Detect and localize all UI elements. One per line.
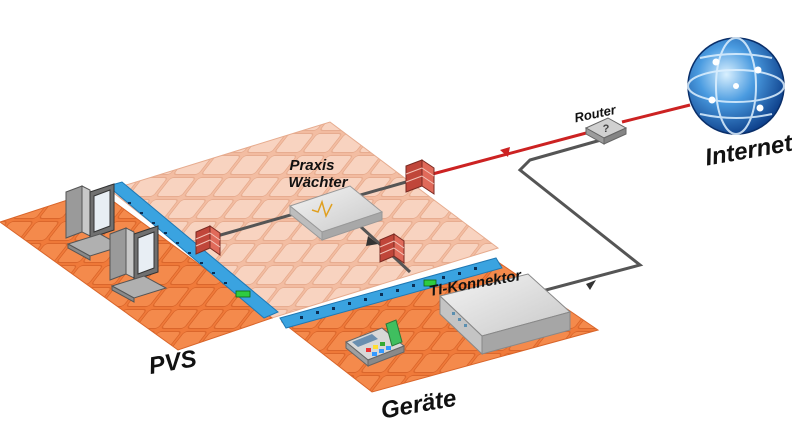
ti-konnektor-device-icon <box>438 273 572 356</box>
router-icon: ? <box>584 117 628 145</box>
arrow-icon <box>586 280 596 290</box>
pvs-label: PVS <box>147 345 199 380</box>
praxis-waechter-label: Praxis <box>289 157 334 174</box>
network-switch-icon <box>106 181 279 319</box>
computer-workstation-icon <box>65 183 124 261</box>
praxis-waechter-label: Wächter <box>288 174 348 191</box>
computer-workstation-icon <box>109 225 168 303</box>
card-terminal-icon <box>345 319 405 368</box>
firewall-icon <box>379 233 405 264</box>
network-switch-icon <box>279 257 503 329</box>
internet-connection-line <box>424 103 691 178</box>
arrow-icon <box>366 236 378 246</box>
internet-label: Internet <box>703 130 795 172</box>
internet-globe-icon <box>687 37 785 135</box>
firewall-icon <box>195 225 221 256</box>
svg-text:?: ? <box>603 123 610 135</box>
praxis-waechter-device-icon <box>288 185 384 242</box>
geraete-label: Geräte <box>379 385 459 425</box>
firewall-icon <box>405 159 435 195</box>
